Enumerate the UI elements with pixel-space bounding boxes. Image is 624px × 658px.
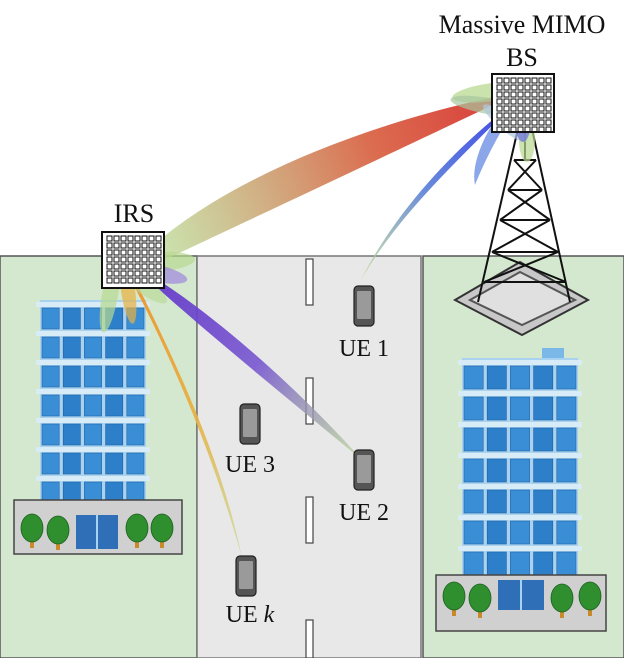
phones: [235, 285, 375, 597]
right-building-icon: [435, 348, 607, 632]
road-markings: [305, 258, 314, 658]
tree-icon: [468, 583, 492, 618]
ue2-label: UE 2: [339, 500, 389, 526]
tree-icon: [442, 581, 466, 616]
ue3-label: UE 3: [225, 452, 275, 478]
tree-icon: [550, 583, 574, 618]
beam-irs-ue2: [118, 252, 362, 460]
tree-icon: [46, 515, 70, 550]
road: [196, 255, 422, 658]
phone-icon: [239, 403, 261, 445]
bs-tower-icon: [452, 119, 591, 337]
irs-label: IRS: [114, 199, 154, 228]
phone-icon: [353, 449, 375, 491]
massive-mimo-antenna-icon: [491, 73, 555, 133]
left-building-icon: [13, 300, 183, 555]
uek-label: UE k: [226, 602, 275, 628]
ue1-label: UE 1: [339, 336, 389, 362]
bs-label-line1: Massive MIMO: [439, 10, 606, 39]
tree-icon: [20, 513, 44, 548]
beam-irs-bs: [150, 92, 520, 262]
tree-icon: [125, 513, 149, 548]
trees: [20, 513, 602, 618]
phone-icon: [353, 285, 375, 327]
irs-panel-icon: [101, 231, 165, 289]
tree-icon: [578, 581, 602, 616]
tree-icon: [150, 513, 174, 548]
bs-label-line2: BS: [506, 43, 538, 72]
phone-icon: [235, 555, 257, 597]
